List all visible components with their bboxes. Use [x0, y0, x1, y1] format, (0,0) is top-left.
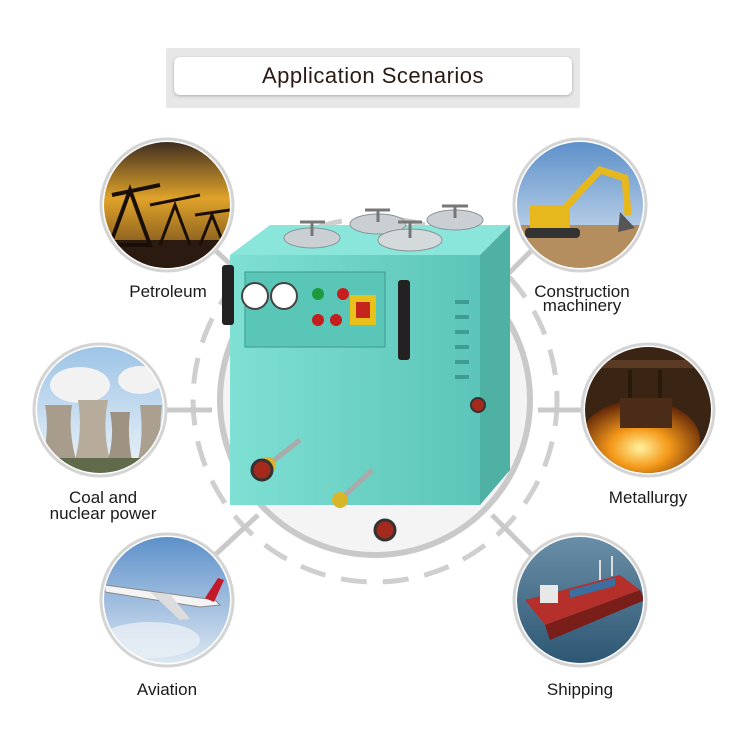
title-banner: Application Scenarios [166, 48, 580, 108]
oil-filter-machine-image [222, 204, 510, 542]
aviation-image [99, 532, 235, 668]
construction-image [512, 137, 648, 273]
metallurgy-image [580, 342, 716, 478]
label-petroleum: Petroleum [129, 282, 207, 301]
label-coal-line1: Coal and [68, 488, 138, 507]
label-aviation: Aviation [136, 680, 198, 699]
label-shipping: Shipping [546, 680, 614, 699]
label-construction-line1: Construction [534, 282, 630, 301]
power-plant-image [32, 342, 168, 478]
label-coal-line2: nuclear power [49, 504, 157, 523]
petroleum-image [99, 137, 235, 273]
page-title: Application Scenarios [174, 57, 572, 95]
label-coal-nuclear: Coal and nuclear power [40, 488, 166, 523]
label-construction-line2: machinery [542, 296, 622, 315]
label-construction: Construction machinery [522, 282, 642, 315]
shipping-image [512, 532, 648, 668]
label-metallurgy: Metallurgy [608, 488, 688, 507]
